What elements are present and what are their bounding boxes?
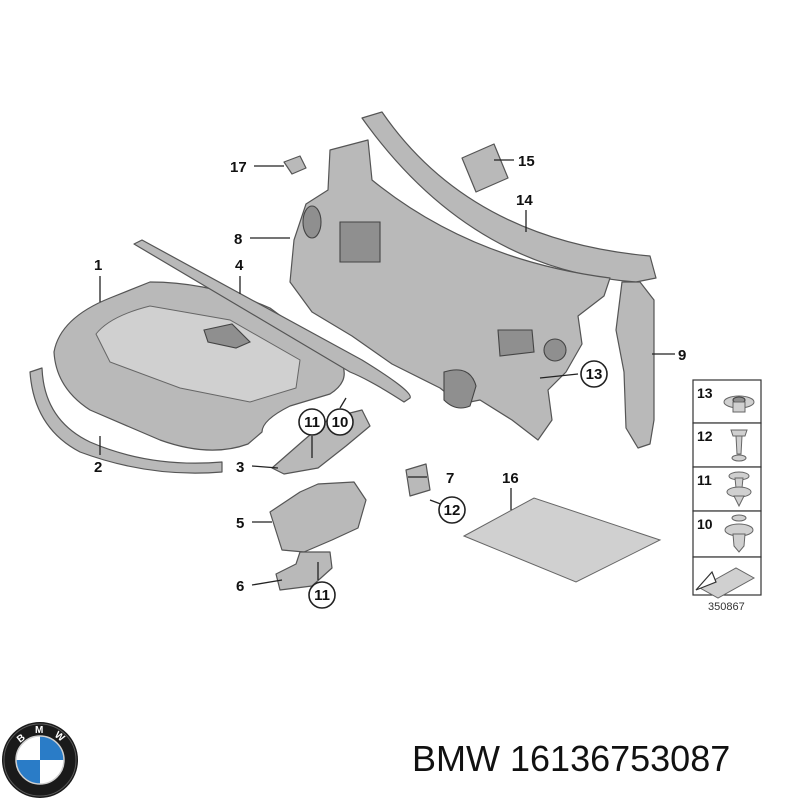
part-9-side-panel xyxy=(615,281,655,449)
legend-item-12: 12 xyxy=(697,428,713,444)
circled-callout-11-lower: 11 xyxy=(308,581,336,609)
callout-16: 16 xyxy=(502,470,519,487)
part-1-raised-section xyxy=(95,305,301,403)
legend-item-11: 11 xyxy=(697,472,712,488)
diagram-reference-number: 350867 xyxy=(708,601,745,613)
part-6-bracket xyxy=(275,551,333,591)
callout-7: 7 xyxy=(446,470,454,487)
part-8-opening xyxy=(339,221,381,263)
circled-callout-11-upper: 11 xyxy=(298,408,326,436)
part-8-bulkhead xyxy=(289,139,611,441)
footer-part-number: 16136753087 xyxy=(510,738,731,779)
leader-lines xyxy=(99,159,675,586)
callout-2: 2 xyxy=(94,459,102,476)
svg-text:M: M xyxy=(35,725,43,736)
callout-14: 14 xyxy=(516,192,533,209)
callout-1: 1 xyxy=(94,257,102,274)
part-8-hole-left xyxy=(302,205,322,239)
callout-12: 12 xyxy=(444,502,461,519)
legend-item-10: 10 xyxy=(697,516,713,532)
grommet-icon xyxy=(723,395,755,413)
screw-icon xyxy=(730,429,748,462)
circled-callout-12: 12 xyxy=(438,496,466,524)
callout-11-lower: 11 xyxy=(314,587,330,604)
callout-4: 4 xyxy=(235,257,244,274)
callout-11-upper: 11 xyxy=(304,414,320,431)
part-4-seal xyxy=(133,239,411,403)
footer-caption: BMW 16136753087 xyxy=(412,738,730,780)
part-5-bracket xyxy=(269,481,367,553)
callout-13: 13 xyxy=(586,366,603,383)
callout-15: 15 xyxy=(518,153,535,170)
part-1-notch xyxy=(203,323,251,349)
callout-3: 3 xyxy=(236,459,244,476)
callout-6: 6 xyxy=(236,578,244,595)
part-14-cowl-strip xyxy=(361,111,657,283)
callout-9: 9 xyxy=(678,347,686,364)
callout-5: 5 xyxy=(236,515,244,532)
part-2-seal xyxy=(29,367,223,474)
part-8-duct xyxy=(443,369,477,409)
push-rivet-icon xyxy=(726,471,752,508)
part-16-mat xyxy=(462,497,662,583)
legend-item-13: 13 xyxy=(697,385,713,401)
part-15-pad xyxy=(461,143,509,193)
callout-8: 8 xyxy=(234,231,242,248)
fastener-legend: 13 12 11 10 xyxy=(692,379,762,613)
part-17-clip xyxy=(283,155,307,175)
circled-callout-13: 13 xyxy=(580,360,608,388)
footer-brand: BMW xyxy=(412,738,500,779)
callout-10: 10 xyxy=(332,414,349,431)
arrow-symbol-icon xyxy=(695,567,756,599)
part-7-bracket xyxy=(405,463,431,497)
circled-callout-10: 10 xyxy=(326,408,354,436)
bmw-logo-icon: B M W xyxy=(2,722,78,798)
part-8-hole-right xyxy=(543,338,567,362)
expanding-clip-icon xyxy=(724,514,754,553)
callout-17: 17 xyxy=(230,159,247,176)
part-8-opening-2 xyxy=(497,329,535,357)
